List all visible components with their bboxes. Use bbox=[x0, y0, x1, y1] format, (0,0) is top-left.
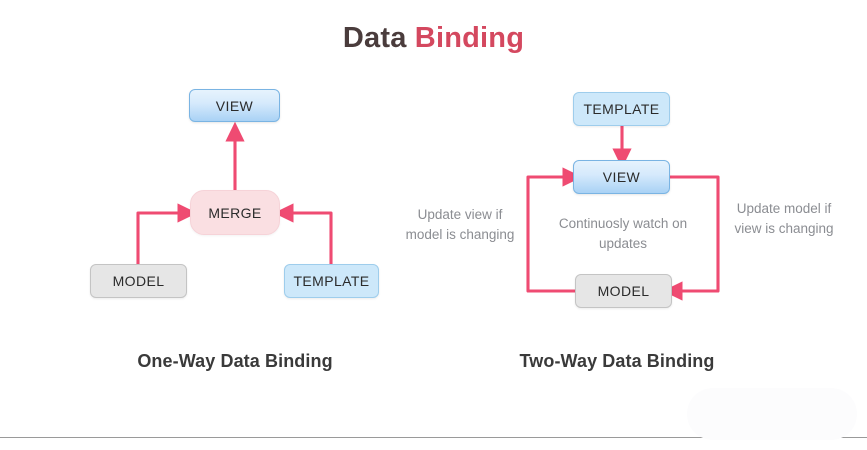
node-label: TEMPLATE bbox=[293, 273, 370, 289]
node-one-way-model[interactable]: MODEL bbox=[90, 264, 187, 298]
arrow-model-to-merge bbox=[136, 203, 198, 267]
node-label: MODEL bbox=[597, 283, 650, 299]
footer-divider bbox=[0, 437, 867, 438]
node-one-way-merge[interactable]: MERGE bbox=[190, 190, 280, 235]
annotation-update-model: Update model if view is changing bbox=[734, 201, 834, 236]
title-word-data: Data bbox=[342, 22, 407, 54]
node-two-way-model[interactable]: MODEL bbox=[575, 274, 672, 308]
node-label: MERGE bbox=[208, 204, 262, 221]
page-title: Data Binding bbox=[0, 22, 867, 55]
caption-one-way: One-Way Data Binding bbox=[137, 351, 333, 371]
decorative-ghost-shape bbox=[687, 388, 857, 440]
node-label: TEMPLATE bbox=[583, 101, 660, 117]
node-two-way-template[interactable]: TEMPLATE bbox=[573, 92, 670, 126]
node-one-way-template[interactable]: TEMPLATE bbox=[284, 264, 379, 298]
title-word-binding: Binding bbox=[414, 22, 525, 54]
annotation-continuous-watch: Continuosly watch on updates bbox=[558, 216, 688, 251]
caption-two-way: Two-Way Data Binding bbox=[519, 351, 715, 371]
node-two-way-view[interactable]: VIEW bbox=[573, 160, 670, 194]
node-one-way-view[interactable]: VIEW bbox=[189, 89, 280, 122]
arrow-template-to-merge bbox=[273, 203, 333, 267]
node-label: VIEW bbox=[602, 169, 641, 185]
node-label: MODEL bbox=[112, 273, 165, 289]
annotation-update-view: Update view if model is changing bbox=[405, 207, 515, 242]
node-label: VIEW bbox=[215, 97, 254, 114]
